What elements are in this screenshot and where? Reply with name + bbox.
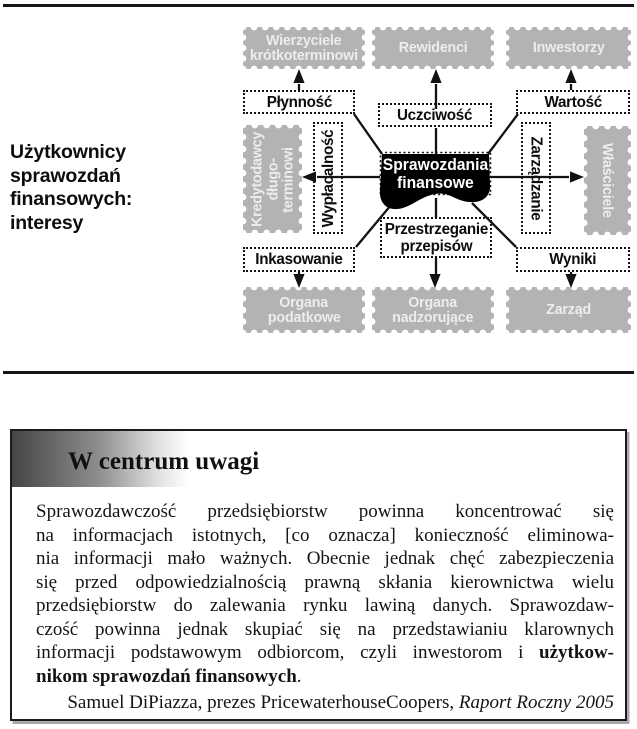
quote-line: nikom sprawozdań finansowych. <box>36 665 302 687</box>
focus-box: W centrum uwagi Sprawozdawczość przedsię… <box>10 429 627 721</box>
interest-box-zarzadzanie: Zarządzanie <box>521 122 551 234</box>
arrowhead-2 <box>565 69 577 83</box>
interest-label-uczciwosc: Uczciwość <box>397 106 473 124</box>
stamp-zarzad <box>506 287 631 333</box>
stamp-organa-nadzorujace <box>372 287 494 333</box>
interest-label-wyniki: Wyniki <box>549 251 597 268</box>
stamp-inwestorzy <box>506 27 631 69</box>
stamp-kredytodawcy-dlugoterminowi <box>243 125 302 233</box>
stamp-rewidenci <box>372 27 494 69</box>
interest-label-wartosc: Wartość <box>544 93 602 111</box>
arrowhead-0 <box>293 69 305 83</box>
interest-box-plynnosc: Płynność <box>243 90 355 114</box>
interest-label-inkasowanie: Inkasowanie <box>255 251 343 268</box>
arrowhead-4 <box>570 171 584 183</box>
connector-line-10 <box>355 204 392 248</box>
interest-label-wyplacalnosc: Wypłacalność <box>319 129 337 227</box>
quote-line: się przed odpowiedzialnością prawną skła… <box>36 571 614 593</box>
quote-line: na informacjach istotnych, [co oznacza] … <box>36 524 614 546</box>
stamp-wlasciciele <box>584 126 631 235</box>
caption-line: finansowych: <box>10 188 133 210</box>
interest-box-wartosc: Wartość <box>516 90 630 114</box>
interest-box-wyniki: Wyniki <box>516 247 630 272</box>
caption-line: Użytkownicy <box>10 141 126 163</box>
focus-box-body: Sprawozdawczość przedsiębiorstw powinna … <box>36 500 614 688</box>
diagram-canvas <box>243 27 631 333</box>
top-rule <box>3 4 634 7</box>
quote-line: Sprawozdawczość przedsiębiorstw powinna … <box>36 501 614 522</box>
arrowhead-6 <box>429 274 441 288</box>
quote-line: nia informacji mało ważnych. Obecnie jed… <box>36 548 614 569</box>
interest-label-zarzadzanie: Zarządzanie <box>527 136 545 220</box>
center-blob <box>379 154 491 210</box>
interest-label-plynnosc: Płynność <box>266 93 332 111</box>
arrowhead-1 <box>430 69 442 83</box>
connector-line-11 <box>471 202 517 248</box>
focus-box-attribution: Samuel DiPiazza, prezes PricewaterhouseC… <box>36 692 614 714</box>
connector-line-4 <box>353 113 383 155</box>
quote-line: przedsiębiorstw do zalewania rynku lawin… <box>36 595 614 616</box>
quote-line: czość powinna jednak skupiać się na prze… <box>36 618 614 640</box>
connector-line-5 <box>487 113 519 155</box>
attribution-source: Raport Roczny 2005 <box>458 692 614 713</box>
caption-line: sprawozdań <box>10 164 121 187</box>
title-gradient-bar <box>12 431 188 487</box>
interest-box-uczciwosc: Uczciwość <box>378 103 492 127</box>
center-dashed-frame <box>379 151 492 196</box>
arrowhead-3 <box>302 171 316 183</box>
attribution-author: Samuel DiPiazza, prezes PricewaterhouseC… <box>67 692 459 713</box>
arrowhead-7 <box>565 274 577 288</box>
caption-line: interesy <box>10 211 84 234</box>
interest-box-wyplacalnosc: Wypłacalność <box>313 122 343 234</box>
bottom-rule <box>3 371 634 374</box>
quote-line: informacji podstawowym odbiorcom, czyli … <box>36 642 614 663</box>
stamp-wierzyciele-krotkoterminowi <box>243 27 365 69</box>
stamp-organa-podatkowe <box>243 287 365 333</box>
interest-box-inkasowanie: Inkasowanie <box>243 247 355 272</box>
focus-box-title: W centrum uwagi <box>68 448 260 475</box>
arrowhead-5 <box>293 274 305 288</box>
